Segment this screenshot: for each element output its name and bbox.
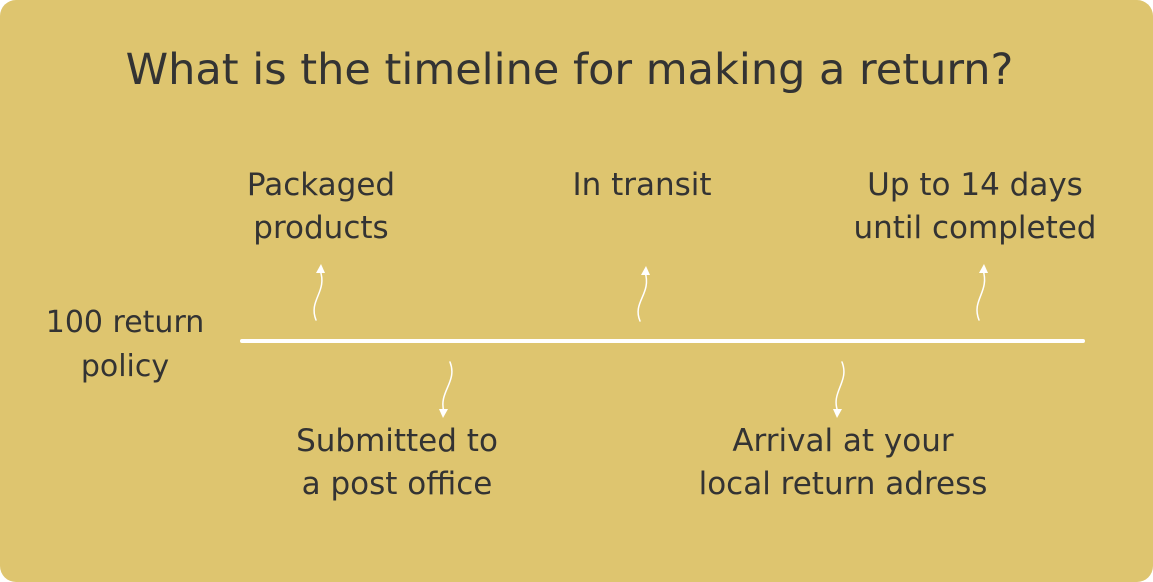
arrowhead-icon [316, 264, 325, 273]
arrow-up-icon [637, 271, 648, 322]
step-label-in-transit: In transit [572, 167, 712, 203]
arrowhead-icon [833, 409, 842, 418]
arrowhead-icon [641, 266, 650, 275]
arrow-up-icon [976, 269, 986, 321]
step-label-submitted: Submitted to a post office [296, 423, 498, 502]
start-label: 100 return policy [45, 305, 205, 384]
step-label-arrival: Arrival at your local return adress [698, 423, 988, 502]
diagram-title: What is the timeline for making a return… [125, 45, 1014, 95]
arrow-down-icon [442, 361, 453, 413]
arrow-up-icon [313, 269, 323, 321]
step-label-packaged: Packaged products [246, 167, 396, 246]
step-label-completed: Up to 14 days until completed [853, 167, 1097, 246]
arrowhead-icon [439, 409, 448, 418]
arrowhead-icon [979, 264, 988, 273]
arrow-down-icon [835, 361, 845, 413]
timeline-line [240, 339, 1085, 343]
